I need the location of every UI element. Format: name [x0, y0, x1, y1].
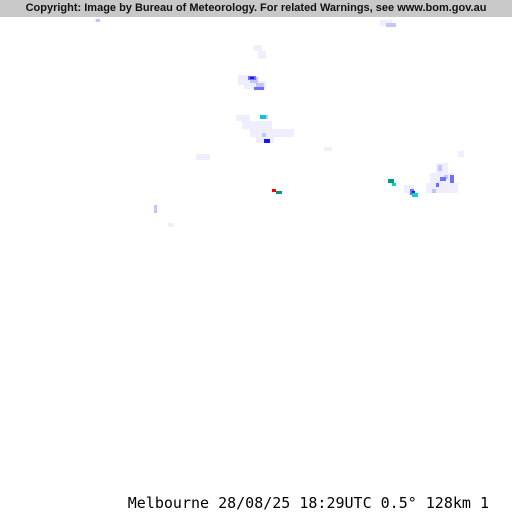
faint-echoes: [94, 19, 464, 227]
copyright-text: Copyright: Image by Bureau of Meteorolog…: [25, 2, 487, 14]
intense-echoes: [260, 115, 418, 197]
radar-caption: Melbourne 28/08/25 18:29UTC 0.5° 128km 1: [0, 495, 512, 512]
copyright-banner: Copyright: Image by Bureau of Meteorolog…: [0, 0, 512, 17]
radar-reflectivity-map: [0, 17, 512, 495]
radar-echoes: [94, 19, 464, 227]
caption-text: Melbourne 28/08/25 18:29UTC 0.5° 128km 1: [127, 495, 489, 512]
